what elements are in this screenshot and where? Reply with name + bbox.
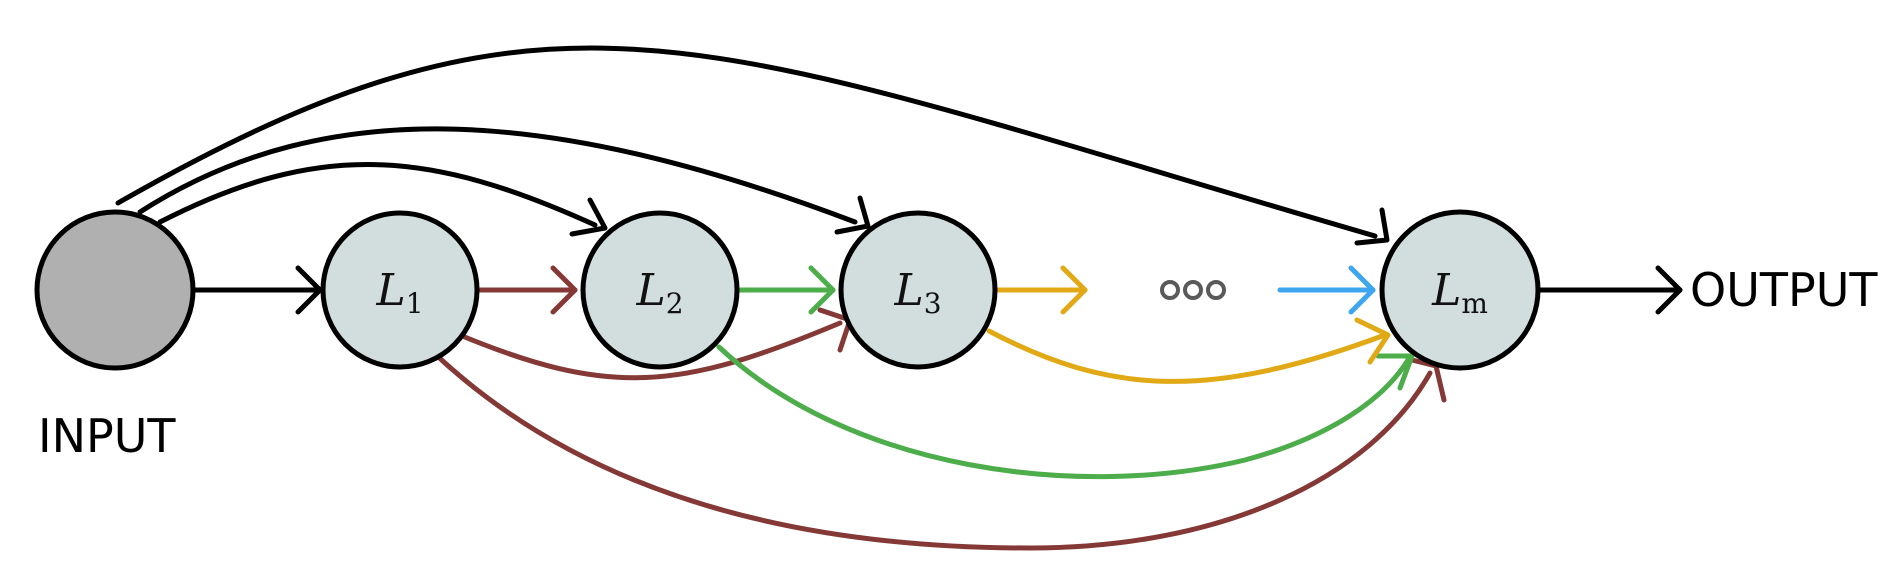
svg-text:L3: L3 — [893, 265, 941, 320]
node-L2-subscript: 2 — [666, 287, 684, 320]
edge-L1-to-Lm — [430, 349, 1433, 551]
edge-L1-to-L3 — [452, 320, 843, 381]
L2-edges — [716, 287, 1411, 480]
arrowhead-icon — [834, 195, 871, 235]
arrowhead-icon — [1375, 353, 1415, 391]
edge-input-to-Lm — [115, 45, 1378, 239]
arrowhead-icon — [1354, 207, 1390, 246]
node-L3-subscript: 3 — [924, 287, 942, 320]
output-label: OUTPUT — [1690, 263, 1878, 317]
arrowhead-icon — [1354, 317, 1391, 365]
arrowhead-icon — [1655, 265, 1683, 315]
edge-input-to-L3 — [137, 126, 858, 225]
L3-edges — [986, 287, 1388, 384]
arrowhead-icon — [808, 265, 836, 315]
node-Lm-letter: L — [1431, 265, 1461, 316]
node-L1-letter: L — [375, 265, 405, 316]
edge-L3-to-Lm — [986, 328, 1388, 384]
arrowhead-icon — [1348, 265, 1376, 315]
arrowhead-icon — [569, 197, 608, 237]
svg-text:Lm: Lm — [1431, 265, 1488, 320]
node-Lm-subscript: m — [1461, 287, 1488, 320]
node-L1-subscript: 1 — [406, 287, 424, 320]
arrowhead-icon — [550, 265, 578, 315]
node-Lm: Lm — [1379, 209, 1541, 371]
edge-L2-to-Lm — [716, 344, 1411, 480]
arrowhead-icon — [1060, 265, 1088, 315]
edge-input-to-L2 — [157, 162, 598, 228]
arrowhead-icon — [295, 265, 323, 315]
svg-text:L2: L2 — [635, 265, 683, 320]
ellipsis-icon — [1160, 280, 1226, 300]
L1-edges — [430, 287, 1433, 551]
node-L3-letter: L — [893, 265, 923, 316]
node-L2: L2 — [580, 210, 740, 370]
nodes: L1 L2 L3 Lm — [34, 209, 1541, 371]
node-L1: L1 — [320, 210, 480, 370]
node-L2-letter: L — [635, 265, 665, 316]
input-edges — [115, 45, 1683, 293]
node-L3: L3 — [838, 210, 998, 370]
svg-text:L1: L1 — [375, 265, 423, 320]
input-label: INPUT — [38, 409, 176, 463]
input-node — [34, 209, 196, 371]
